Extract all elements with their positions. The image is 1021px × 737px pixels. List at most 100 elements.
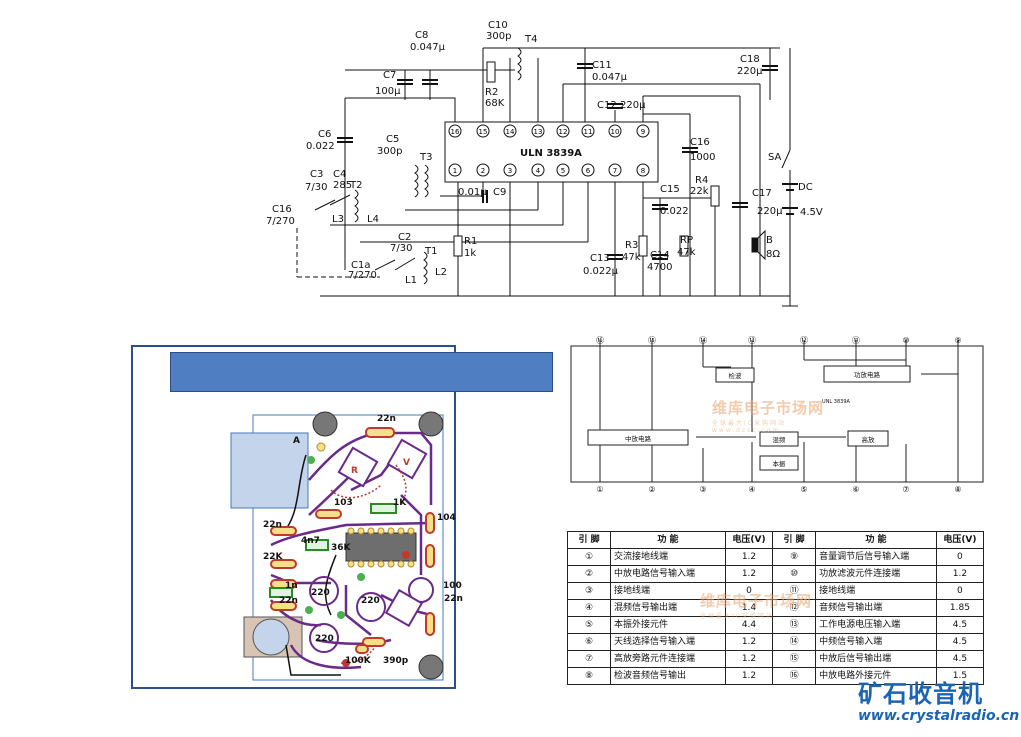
pcb-label: 220 — [311, 588, 330, 598]
block-pin-top: ⑯ — [596, 336, 604, 345]
table-header: 引 脚 — [566, 531, 612, 549]
block-pin-bottom: ① — [596, 485, 603, 494]
table-cell: 交流接地线端 — [610, 548, 726, 566]
table-header: 引 脚 — [772, 531, 817, 549]
pcb-label: 103 — [334, 498, 353, 508]
pcb-label: 220 — [361, 596, 380, 606]
block-hf-amp — [847, 430, 889, 447]
block-pin-top: ⑬ — [748, 336, 756, 345]
speaker-label: B — [766, 235, 773, 246]
block-mixer-label: 混频 — [773, 435, 787, 444]
c15-label: C15 — [660, 184, 680, 195]
block-pin-bottom: ④ — [748, 485, 755, 494]
c13-label: C13 — [590, 253, 610, 264]
c5-label: C5 — [386, 134, 399, 145]
table-cell: 0 — [935, 548, 985, 566]
table-cell: ① — [566, 548, 612, 566]
t3-label: T3 — [419, 152, 432, 163]
block-pin-top: ⑪ — [852, 336, 860, 345]
c1a-label: C1a — [351, 260, 370, 271]
block-mixer — [759, 431, 799, 447]
pcb-label: 36K — [331, 543, 352, 553]
table-cell: ④ — [566, 599, 612, 617]
pcb-label: 22n — [279, 596, 298, 606]
block-if-amp-label: 中放电路 — [625, 434, 652, 443]
t2-label: T2 — [349, 180, 362, 191]
block-hf-amp-label: 高放 — [862, 435, 876, 444]
pin-bottom: 5 — [561, 167, 565, 175]
table-cell: 4.5 — [935, 650, 985, 668]
pin-bottom: 6 — [586, 167, 591, 175]
table-cell: 1.2 — [724, 633, 774, 651]
table-cell: ⑯ — [772, 667, 817, 685]
c9-label: C9 — [493, 187, 506, 198]
pcb-antenna-block — [230, 432, 309, 509]
pcb-label: 4n7 — [301, 536, 320, 546]
table-cell: ③ — [566, 582, 612, 600]
mounting-hole — [418, 654, 444, 680]
speaker-value: 8Ω — [766, 249, 780, 260]
block-local-osc-label: 本振 — [773, 459, 787, 468]
c12-value: 220μ — [620, 100, 646, 111]
c2-value: 7/30 — [390, 243, 412, 254]
watermark-slogan: 全球最大IC采购网站 — [700, 613, 774, 620]
c16b-label: C16 — [690, 137, 710, 148]
pin-top: 10 — [611, 128, 620, 136]
l3-label: L3 — [332, 214, 344, 225]
c17-label: C17 — [752, 188, 772, 199]
c11-value: 0.047μ — [592, 72, 628, 83]
table-cell: 1.2 — [724, 565, 774, 583]
c6-value: 0.022 — [306, 141, 335, 152]
table-cell: 中放电路信号输入端 — [610, 565, 726, 583]
table-cell: 高放旁路元件连接端 — [610, 650, 726, 668]
r4-value: 22k — [690, 186, 709, 197]
c7-label: C7 — [383, 70, 396, 81]
pcb-layout: 22n A R V 103 1K 104 22n 4n7 36K 22K 1n … — [230, 411, 463, 681]
pcb-label: 220 — [315, 634, 334, 644]
table-cell: 1.2 — [724, 667, 774, 685]
l4-label: L4 — [367, 214, 379, 225]
block-power-amp — [823, 365, 911, 383]
table-cell: 1.2 — [724, 650, 774, 668]
table-cell: 1.85 — [935, 599, 985, 617]
c4-label: C4 — [333, 169, 346, 180]
c10-label: C10 — [488, 20, 508, 31]
table-cell: 工作电源电压输入端 — [815, 616, 937, 634]
block-pin-bottom: ⑧ — [954, 485, 961, 494]
pcb-label: 100K — [345, 656, 372, 666]
block-pin-top: ⑭ — [699, 336, 707, 345]
pcb-label: R — [351, 466, 358, 476]
pin-top: 16 — [451, 128, 460, 136]
block-pin-top: ⑨ — [954, 336, 961, 345]
table-cell: 1.5 — [935, 667, 985, 685]
table-cell: 4.5 — [935, 633, 985, 651]
dc-value: 4.5V — [800, 207, 823, 218]
table-cell: 音频信号输出端 — [815, 599, 937, 617]
r1-label: R1 — [464, 236, 477, 247]
c10-value: 300p — [486, 31, 511, 42]
table-cell: 检波音频信号输出 — [610, 667, 726, 685]
block-local-osc — [759, 455, 799, 471]
l2-label: L2 — [435, 267, 447, 278]
rp-value: 47k — [677, 247, 696, 258]
c5-value: 300p — [377, 146, 402, 157]
table-cell: 中放后信号输出端 — [815, 650, 937, 668]
t1-label: T1 — [424, 246, 437, 257]
watermark-dzsc: 维库电子市场网 全球最大IC采购网站 www.dzsc.com — [712, 397, 824, 434]
dc-label: DC — [798, 182, 813, 193]
c2-label: C2 — [398, 232, 411, 243]
c15-value: 0.022 — [660, 206, 689, 217]
block-pin-top: ⑩ — [902, 336, 909, 345]
table-cell: 功放滤波元件连接端 — [815, 565, 937, 583]
c9-value: 0.01μ — [458, 187, 487, 198]
block-if-amp — [587, 429, 689, 446]
ic-label: ULN 3839A — [520, 148, 582, 159]
c6-label: C6 — [318, 129, 331, 140]
table-header: 电压(V) — [724, 531, 774, 549]
c16-value: 7/270 — [266, 216, 295, 227]
